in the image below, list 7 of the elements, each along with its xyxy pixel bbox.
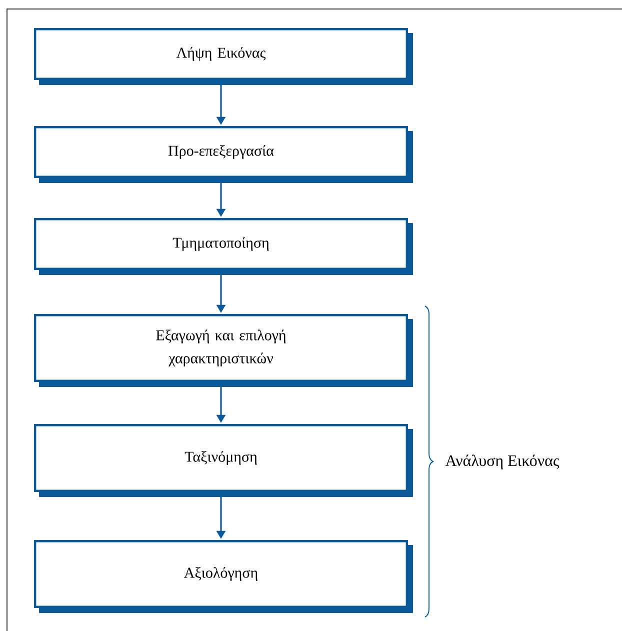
process-box: Τμηματοποίηση	[34, 218, 413, 275]
process-box: Ταξινόμηση	[34, 424, 413, 497]
process-box: Λήψη Εικόνας	[34, 28, 413, 85]
process-box: Αξιολόγηση	[34, 540, 413, 613]
process-box: Εξαγωγή και επιλογή χαρακτηριστικών	[34, 314, 413, 387]
brace-label: Ανάλυση Εικόνας	[445, 454, 560, 470]
process-box: Προ-επεξεργασία	[34, 126, 413, 183]
